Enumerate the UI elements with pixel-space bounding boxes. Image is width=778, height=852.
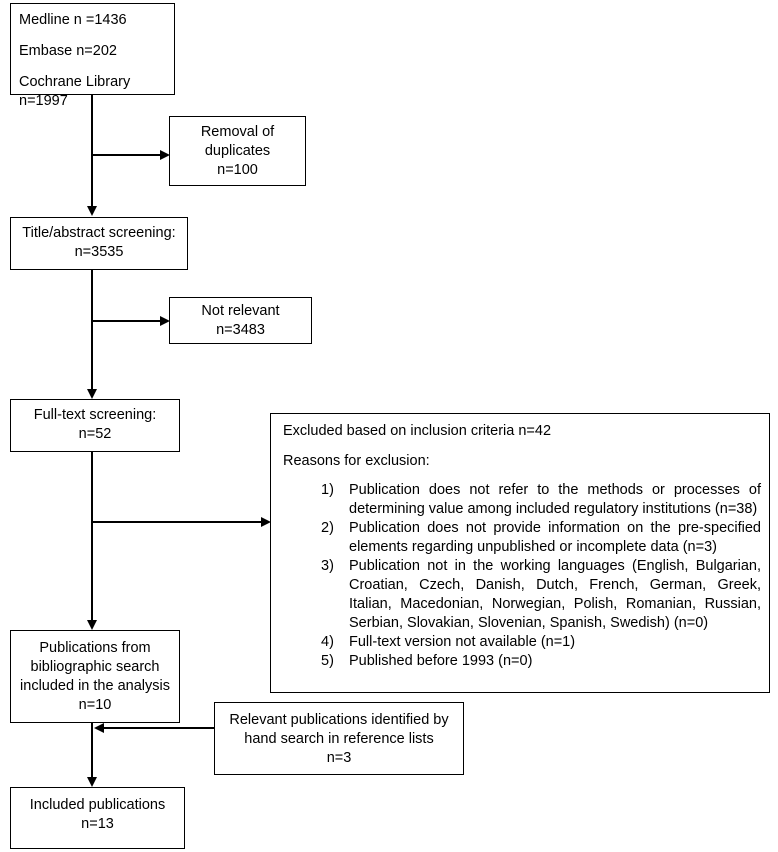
exclusion-reasons-list: 1) Publication does not refer to the meth… bbox=[283, 481, 761, 671]
duplicates-label-line1: Removal of bbox=[200, 124, 275, 140]
connector-fulltext-to-biblio bbox=[91, 452, 93, 621]
hand-search-box: Relevant publications identified by hand… bbox=[214, 702, 464, 775]
title-screening-count: n=3535 bbox=[74, 244, 124, 260]
reason-text: Publication does not provide information… bbox=[349, 520, 761, 555]
connector-to-excluded bbox=[91, 521, 262, 523]
connector-sources-to-title bbox=[91, 95, 93, 207]
reason-number: 5) bbox=[321, 653, 334, 669]
duplicates-count: n=100 bbox=[217, 162, 258, 178]
fulltext-screening-label: Full-text screening: bbox=[33, 407, 157, 423]
connector-title-to-fulltext bbox=[91, 270, 93, 390]
bibliographic-line2: bibliographic search bbox=[30, 659, 160, 675]
included-publications-box: Included publications n=13 bbox=[10, 787, 185, 849]
reason-text: Published before 1993 (n=0) bbox=[349, 653, 533, 669]
not-relevant-label: Not relevant bbox=[201, 303, 280, 319]
duplicates-label-line2: duplicates bbox=[204, 143, 271, 159]
exclusion-reason: 2) Publication does not provide informati… bbox=[283, 519, 761, 557]
bibliographic-count: n=10 bbox=[78, 697, 112, 713]
reason-text: Publication not in the working languages… bbox=[349, 558, 761, 631]
bibliographic-line1: Publications from bbox=[39, 640, 151, 656]
included-label: Included publications bbox=[29, 797, 166, 813]
fulltext-screening-count: n=52 bbox=[78, 426, 112, 442]
arrow-to-bibliographic bbox=[87, 620, 97, 630]
reason-number: 4) bbox=[321, 634, 334, 650]
connector-from-hand-search bbox=[104, 727, 214, 729]
exclusion-reason: 5) Published before 1993 (n=0) bbox=[283, 652, 761, 671]
hand-search-count: n=3 bbox=[326, 750, 352, 766]
reason-text: Full-text version not available (n=1) bbox=[349, 634, 576, 650]
arrow-to-duplicates bbox=[160, 150, 170, 160]
arrow-to-excluded bbox=[261, 517, 271, 527]
reason-number: 1) bbox=[321, 482, 334, 498]
reason-text: Publication does not refer to the method… bbox=[349, 482, 761, 517]
included-count: n=13 bbox=[81, 816, 114, 832]
not-relevant-box: Not relevant n=3483 bbox=[169, 297, 312, 344]
exclusion-reason: 1) Publication does not refer to the meth… bbox=[283, 481, 761, 519]
exclusion-reason: 3) Publication not in the working languag… bbox=[283, 557, 761, 633]
duplicates-box: Removal of duplicates n=100 bbox=[169, 116, 306, 186]
connector-biblio-to-included bbox=[91, 693, 93, 778]
source-embase: Embase n=202 bbox=[19, 43, 117, 59]
reason-number: 3) bbox=[321, 558, 334, 574]
bibliographic-box: Publications from bibliographic search i… bbox=[10, 630, 180, 723]
title-screening-label: Title/abstract screening: bbox=[22, 225, 176, 241]
exclusion-reason: 4) Full-text version not available (n=1) bbox=[283, 633, 761, 652]
hand-search-line2: hand search in reference lists bbox=[244, 731, 434, 747]
excluded-reasons-heading: Reasons for exclusion: bbox=[283, 453, 430, 469]
sources-box: Medline n =1436 Embase n=202 Cochrane Li… bbox=[10, 3, 175, 109]
source-cochrane: Cochrane Library n=1997 bbox=[19, 74, 131, 109]
not-relevant-count: n=3483 bbox=[216, 322, 265, 338]
title-screening-box: Title/abstract screening: n=3535 bbox=[10, 217, 188, 270]
arrow-from-hand-search bbox=[94, 723, 104, 733]
connector-to-duplicates bbox=[91, 154, 161, 156]
source-medline: Medline n =1436 bbox=[19, 12, 127, 28]
arrow-to-title-screening bbox=[87, 206, 97, 216]
arrow-to-not-relevant bbox=[160, 316, 170, 326]
reason-number: 2) bbox=[321, 520, 334, 536]
arrow-to-included bbox=[87, 777, 97, 787]
arrow-to-fulltext-screening bbox=[87, 389, 97, 399]
excluded-title: Excluded based on inclusion criteria n=4… bbox=[283, 423, 552, 439]
bibliographic-line3: included in the analysis bbox=[20, 678, 170, 694]
hand-search-line1: Relevant publications identified by bbox=[229, 712, 449, 728]
connector-to-not-relevant bbox=[91, 320, 161, 322]
excluded-box: Excluded based on inclusion criteria n=4… bbox=[270, 413, 770, 693]
fulltext-screening-box: Full-text screening: n=52 bbox=[10, 399, 180, 452]
